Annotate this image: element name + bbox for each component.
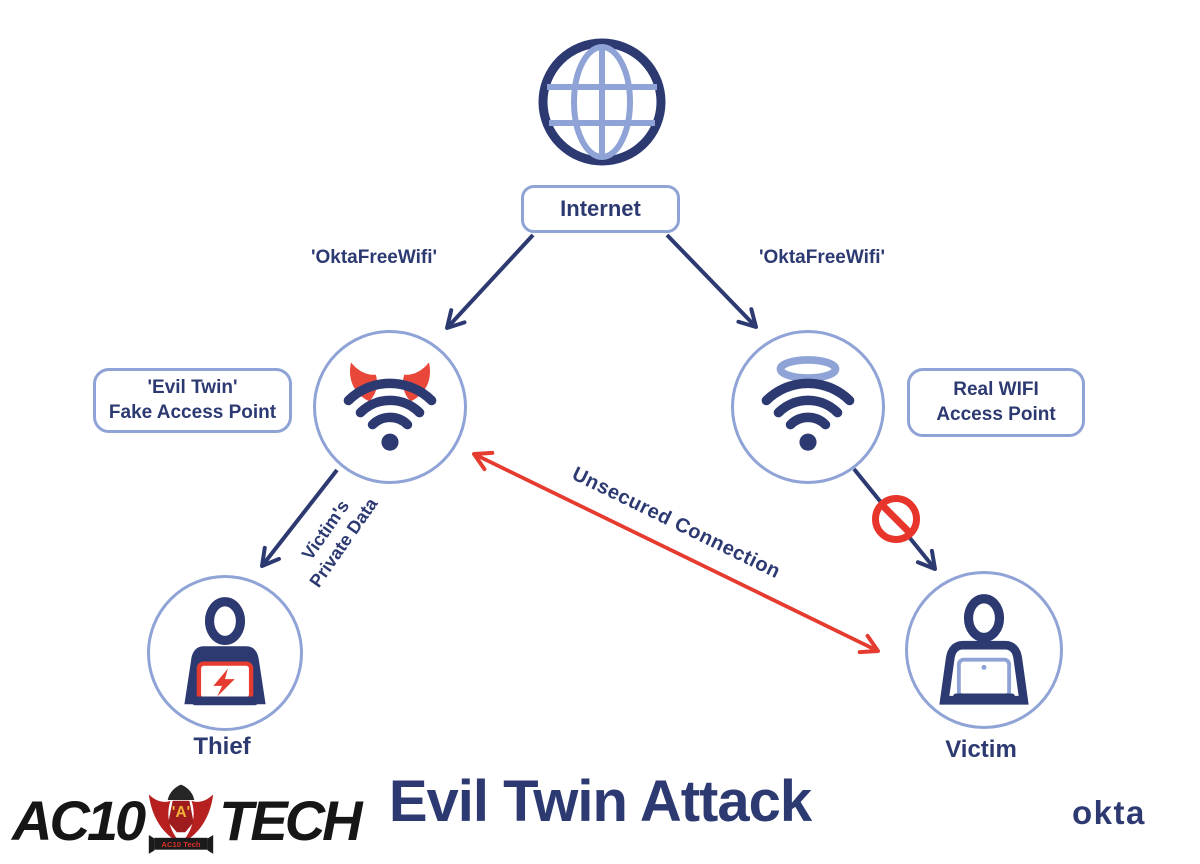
- halo-wifi-icon: [761, 356, 855, 451]
- evil-ap-label-line1: 'Evil Twin': [147, 377, 238, 399]
- arrow-evil-ap-to-thief: [260, 468, 339, 568]
- real-ap-label-line2: Access Point: [936, 403, 1056, 425]
- arrow-internet-to-evil-ap: [445, 233, 535, 330]
- evil-ap-label-box: 'Evil Twin' Fake Access Point: [93, 368, 292, 433]
- real-ap-label-line1: Real WIFI: [953, 379, 1039, 401]
- internet-globe-icon: [538, 38, 666, 166]
- arrow-internet-to-real-ap: [665, 233, 758, 329]
- okta-logo: okta: [1072, 794, 1146, 831]
- evil-ap-node: [313, 330, 467, 484]
- arrow-unsecured-back: [472, 450, 879, 653]
- page-title: Evil Twin Attack: [388, 769, 812, 834]
- thief-person-icon: [184, 597, 266, 706]
- victim-node: [905, 571, 1063, 729]
- ac10-logo-prefix: AC10: [12, 789, 146, 852]
- ac10-shield-icon: 'A' AC10 Tech: [148, 784, 214, 854]
- evil-ap-label-line2: Fake Access Point: [108, 401, 277, 423]
- real-ap-label-box: Real WIFI Access Point: [907, 368, 1085, 437]
- ac10-logo-suffix: TECH: [219, 789, 362, 852]
- ac10-tech-logo: AC10 'A' AC10 Tech TECH: [12, 784, 363, 858]
- victim-caption: Victim: [945, 736, 1017, 763]
- real-ap-node: [731, 330, 885, 484]
- thief-node: [147, 575, 303, 731]
- internet-label: Internet: [560, 195, 641, 221]
- thief-caption: Thief: [193, 733, 251, 760]
- ssid-right: 'OktaFreeWifi': [758, 247, 886, 268]
- ac10-banner-text: AC10 Tech: [162, 840, 201, 849]
- blocked-icon: [872, 495, 920, 543]
- internet-label-box: Internet: [521, 185, 680, 233]
- evil-wifi-icon: [343, 362, 437, 451]
- ac10-shield-letter: 'A': [172, 804, 190, 821]
- victim-person-icon: [939, 594, 1029, 705]
- ssid-left: 'OktaFreeWifi': [310, 247, 438, 268]
